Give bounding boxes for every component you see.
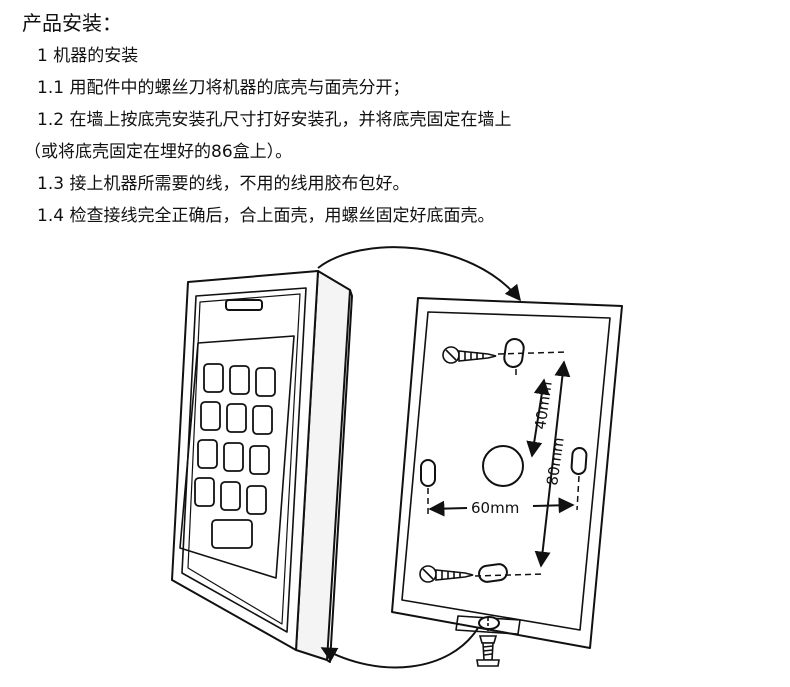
- dimension-guides: [427, 351, 580, 577]
- top-curved-arrow: [317, 246, 522, 302]
- bottom-curved-arrow: [320, 627, 479, 669]
- screw-bottom-icon: [419, 565, 474, 583]
- section-title: 产品安装：: [22, 11, 122, 35]
- keypad-device: [171, 270, 353, 663]
- step-1-2-note: （或将底壳固定在埋好的86盒上）。: [24, 142, 293, 162]
- step-1-3: 1.3 接上机器所需要的线，不用的线用胶布包好。: [37, 174, 410, 194]
- mounting-holes: [420, 338, 588, 630]
- keypad-buttons: [194, 363, 276, 549]
- screw-base-icon: [476, 618, 500, 667]
- step-1-2: 1.2 在墙上按底壳安装孔尺寸打好安装孔，并将底壳固定在墙上: [37, 110, 512, 130]
- step-1-4: 1.4 检查接线完全正确后，合上面壳，用螺丝固定好底面壳。: [37, 206, 495, 226]
- dimension-label-60mm: 60mm: [471, 499, 519, 517]
- screw-top-icon: [442, 346, 497, 364]
- dimension-arrows: [428, 360, 575, 568]
- step-1-1: 1.1 用配件中的螺丝刀将机器的底壳与面壳分开；: [37, 78, 410, 98]
- step-1: 1 机器的安装: [37, 46, 139, 66]
